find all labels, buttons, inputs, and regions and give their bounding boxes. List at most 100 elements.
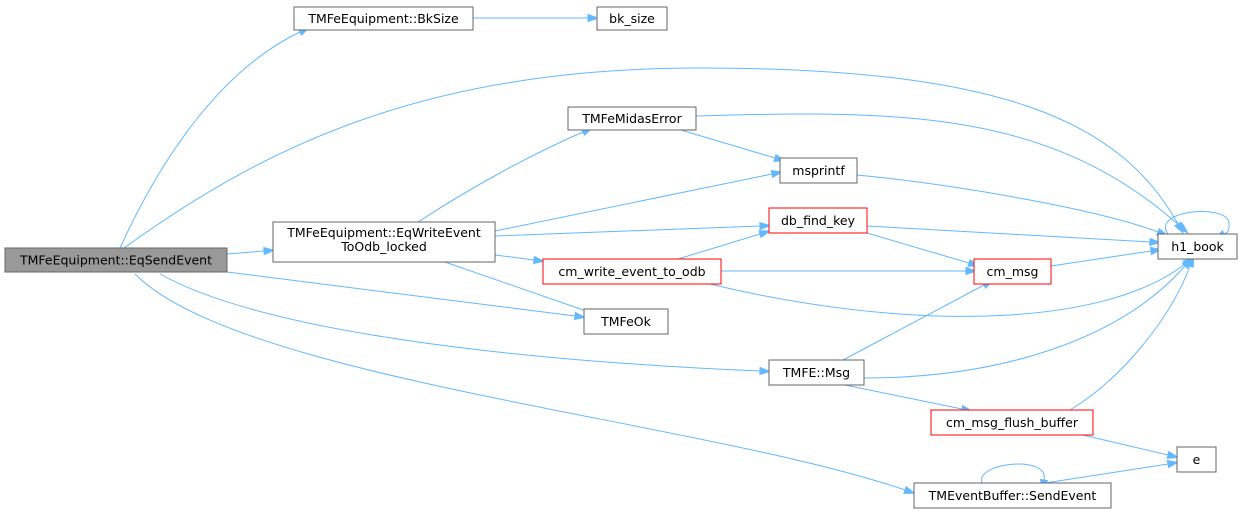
edge-root-to-h1book — [123, 67, 1184, 249]
edge-line — [680, 129, 776, 159]
edge-line — [695, 113, 1181, 227]
edge-bksize-to-bk_size — [473, 13, 600, 23]
node-label: ToOdb_locked — [340, 239, 427, 254]
arrow-head — [573, 311, 587, 321]
arrow-head — [1176, 222, 1189, 234]
edge-line — [863, 265, 1186, 379]
arrow-head — [263, 246, 276, 256]
arrow-head — [1149, 237, 1162, 247]
edge-eqwrite-to-dbfind — [494, 221, 772, 237]
edge-dbfind-to-cmmsg — [866, 232, 981, 267]
edge-line — [842, 284, 985, 361]
node-flush[interactable]: cm_msg_flush_buffer — [930, 409, 1094, 436]
edge-line — [494, 173, 773, 232]
node-root[interactable]: TMFeEquipment::EqSendEvent — [4, 247, 228, 273]
node-box — [768, 207, 868, 234]
node-msprintf[interactable]: msprintf — [779, 157, 858, 184]
edge-line — [494, 225, 761, 237]
node-box — [542, 258, 722, 285]
node-label: TMFeEquipment::EqSendEvent — [19, 253, 212, 268]
node-label: TMFeEquipment::BkSize — [307, 11, 459, 26]
node-h1book[interactable]: h1_book — [1157, 233, 1238, 260]
node-dbfind[interactable]: db_find_key — [768, 207, 868, 234]
arrow-head — [1166, 450, 1180, 459]
node-midaserr[interactable]: TMFeMidasError — [567, 106, 697, 131]
node-box — [272, 221, 496, 263]
node-label: bk_size — [609, 11, 655, 26]
edge-root-to-sendevent — [134, 273, 916, 494]
node-tmfeok[interactable]: TMFeOk — [583, 308, 669, 335]
node-box — [1176, 446, 1217, 473]
node-box — [973, 258, 1052, 285]
arrow-head — [903, 485, 916, 494]
edge-line — [494, 254, 535, 261]
arrow-head — [759, 366, 772, 376]
node-label: TMFeMidasError — [581, 111, 682, 126]
edge-root-to-eqwrite — [226, 246, 276, 256]
edge-line — [981, 463, 1045, 484]
edge-midaserr-to-h1book — [695, 113, 1189, 234]
edge-cmwrite-to-dbfind — [677, 230, 772, 260]
edge-line — [844, 384, 963, 410]
edge-eqwrite-to-cmwrite — [494, 254, 546, 265]
edge-line — [226, 271, 576, 317]
node-box — [913, 482, 1112, 509]
node-label: msprintf — [792, 163, 845, 178]
edge-line — [444, 261, 590, 313]
arrow-head — [758, 230, 772, 239]
arrow-head — [965, 266, 978, 276]
edge-root-to-bksize — [119, 27, 311, 249]
edge-tmfemsg-to-cmmsg — [842, 279, 995, 361]
edge-line — [856, 174, 1159, 233]
edges-layer — [119, 13, 1230, 494]
node-box — [583, 308, 669, 335]
node-bk_size[interactable]: bk_size — [596, 6, 668, 31]
node-bksize[interactable]: TMFeEquipment::BkSize — [293, 6, 474, 31]
edge-flush-to-h1book — [1069, 255, 1195, 411]
edge-line — [677, 233, 761, 260]
edge-root-to-tmfemsg — [159, 273, 772, 376]
edge-line — [123, 67, 1179, 249]
node-label: TMFeOk — [600, 314, 651, 329]
arrow-head — [759, 221, 772, 231]
node-label: TMEventBuffer::SendEvent — [928, 488, 1097, 503]
node-sendevent[interactable]: TMEventBuffer::SendEvent — [913, 482, 1112, 509]
edge-line — [1164, 211, 1230, 235]
node-cmmsg[interactable]: cm_msg — [973, 258, 1052, 285]
node-tmfemsg[interactable]: TMFE::Msg — [768, 359, 865, 386]
nodes-layer: TMFeEquipment::EqSendEvent TMFeEquipment:… — [4, 6, 1238, 509]
node-box — [293, 6, 474, 31]
node-box — [1157, 233, 1238, 260]
edge-tmfemsg-to-flush — [844, 384, 974, 414]
arrow-head — [587, 13, 600, 23]
node-label: db_find_key — [781, 213, 856, 228]
edge-msprintf-to-h1book — [856, 174, 1169, 237]
edge-line — [866, 232, 970, 264]
node-label: cm_write_event_to_odb — [558, 264, 705, 279]
node-box — [4, 247, 228, 273]
edge-cmwrite-to-h1book — [709, 257, 1195, 317]
edge-line — [226, 250, 265, 255]
edge-cmmsg-to-h1book — [1050, 246, 1163, 267]
node-box — [596, 6, 668, 31]
edge-line — [1069, 265, 1191, 411]
node-box — [779, 157, 858, 184]
node-label: TMFE::Msg — [782, 365, 850, 380]
node-cmwrite[interactable]: cm_write_event_to_odb — [542, 258, 722, 285]
node-e[interactable]: e — [1176, 446, 1217, 473]
edge-eqwrite-to-msprintf — [494, 169, 784, 232]
node-label: TMFeEquipment::EqWriteEvent — [286, 225, 481, 240]
node-label: cm_msg_flush_buffer — [946, 415, 1079, 430]
arrow-head — [532, 255, 546, 265]
edge-line — [119, 31, 301, 249]
edge-flush-to-e — [1082, 434, 1180, 459]
node-box — [567, 106, 697, 131]
edge-line — [1050, 250, 1152, 267]
edge-eqwrite-to-midaserr — [417, 127, 594, 223]
edge-line — [709, 263, 1186, 317]
edge-sendevent-to-e — [1044, 459, 1180, 484]
edge-line — [1044, 463, 1169, 484]
node-box — [768, 359, 865, 386]
edge-line — [417, 131, 584, 223]
